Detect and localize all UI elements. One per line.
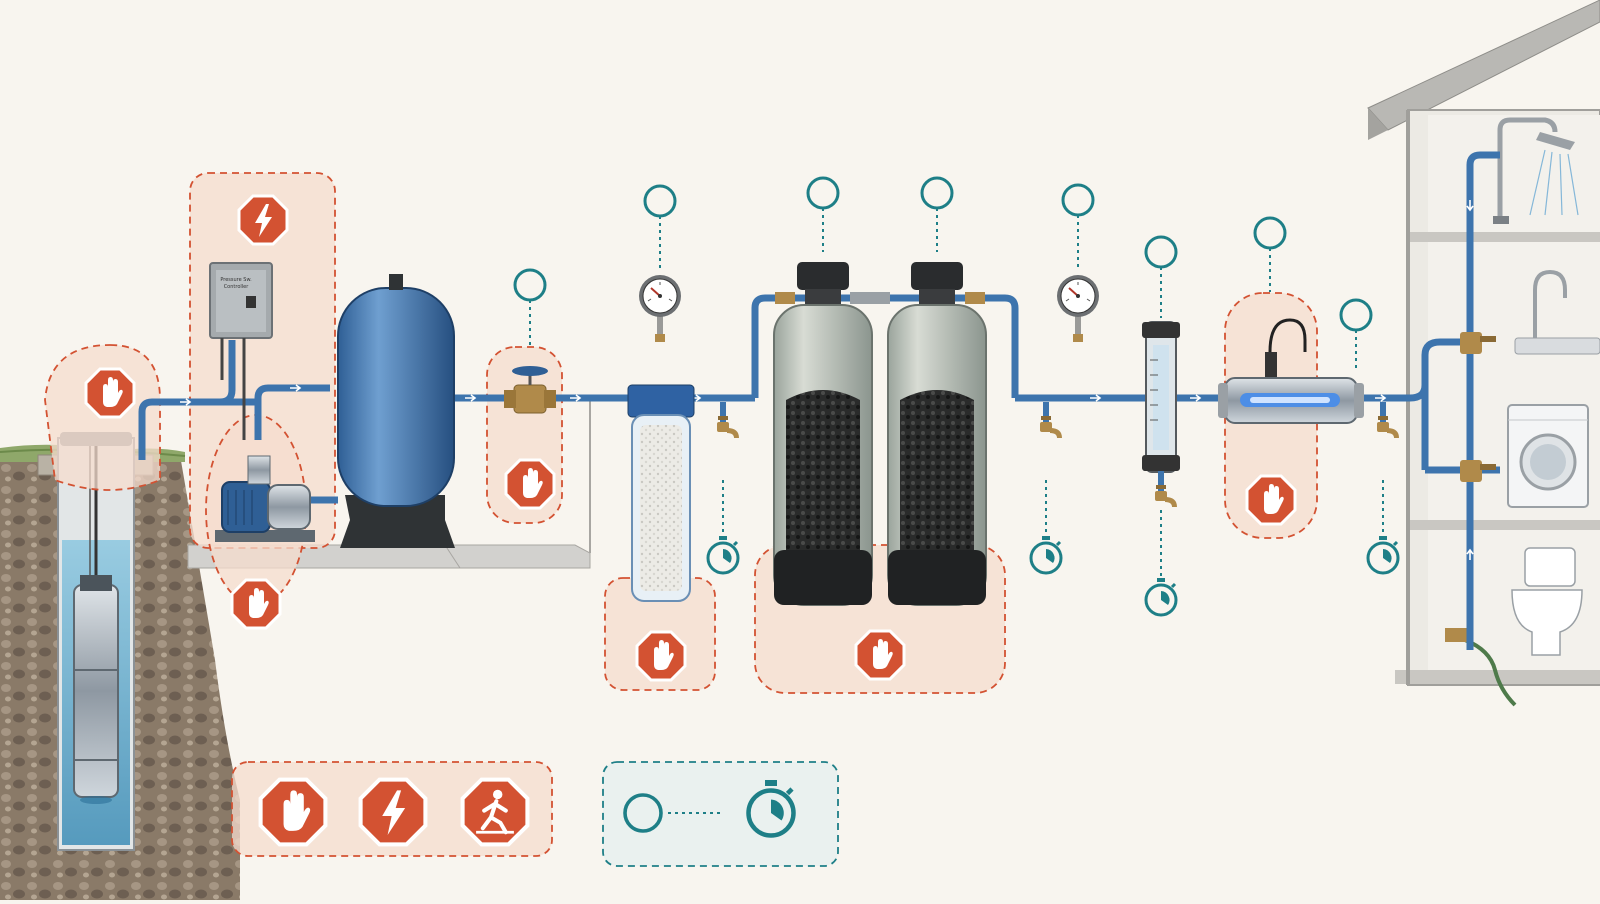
sediment-filter xyxy=(627,274,695,602)
legend-hand-stop-icon xyxy=(261,780,326,845)
checkpoint-icon xyxy=(1339,298,1373,332)
checkpoint-icon xyxy=(1253,216,1287,250)
submersible-pump xyxy=(73,575,119,804)
checkpoint-icon xyxy=(1061,183,1095,217)
inspection-leaders xyxy=(529,208,1384,580)
stopwatch-icon xyxy=(706,534,740,575)
softener-connectors xyxy=(775,292,985,304)
controller-label-line1: Pressure Sw. xyxy=(220,277,252,283)
legend-electric-hazard-icon xyxy=(361,780,426,845)
hazard-legend xyxy=(231,761,553,857)
checkpoint-icon xyxy=(643,184,677,218)
sink xyxy=(1514,269,1600,355)
toilet xyxy=(1511,547,1583,656)
softener-tank-2 xyxy=(887,262,987,606)
uv-sterilizer xyxy=(1218,318,1364,424)
checkpoint-icon xyxy=(920,176,954,210)
stopwatch-icon xyxy=(1366,534,1400,575)
washing-machine xyxy=(1507,404,1589,508)
pressure-tank xyxy=(337,274,455,548)
hand-stop-icon xyxy=(504,458,556,510)
stopwatch-icon xyxy=(1144,576,1178,617)
hand-stop-icon xyxy=(230,578,282,630)
softener-tank-1 xyxy=(773,262,873,606)
legend-slip-hazard-icon xyxy=(463,780,528,845)
hand-stop-icon xyxy=(84,367,136,419)
stopwatch-icon xyxy=(1029,534,1063,575)
checkpoint-icon xyxy=(1144,235,1178,269)
hand-stop-icon xyxy=(635,630,687,682)
controller-label-line2: Controller xyxy=(224,284,250,290)
pressure-controller: Pressure Sw. Controller xyxy=(209,262,273,440)
jet-pump xyxy=(215,455,315,542)
hand-stop-icon xyxy=(1245,474,1297,526)
garden-hose xyxy=(1445,628,1517,707)
procedure-legend xyxy=(602,761,839,867)
pipes xyxy=(138,151,1500,650)
electric-hazard-icon xyxy=(237,194,289,246)
pressure-gauge-2 xyxy=(1056,274,1100,343)
flow-meter xyxy=(1142,321,1180,507)
sampling-spigots xyxy=(717,332,1496,482)
checkpoint-icon xyxy=(513,268,547,302)
hand-stop-icon xyxy=(854,629,906,681)
house-valves xyxy=(1460,332,1496,482)
shutoff-valve xyxy=(504,366,556,414)
checkpoint-icon xyxy=(806,176,840,210)
shower xyxy=(1493,117,1579,224)
